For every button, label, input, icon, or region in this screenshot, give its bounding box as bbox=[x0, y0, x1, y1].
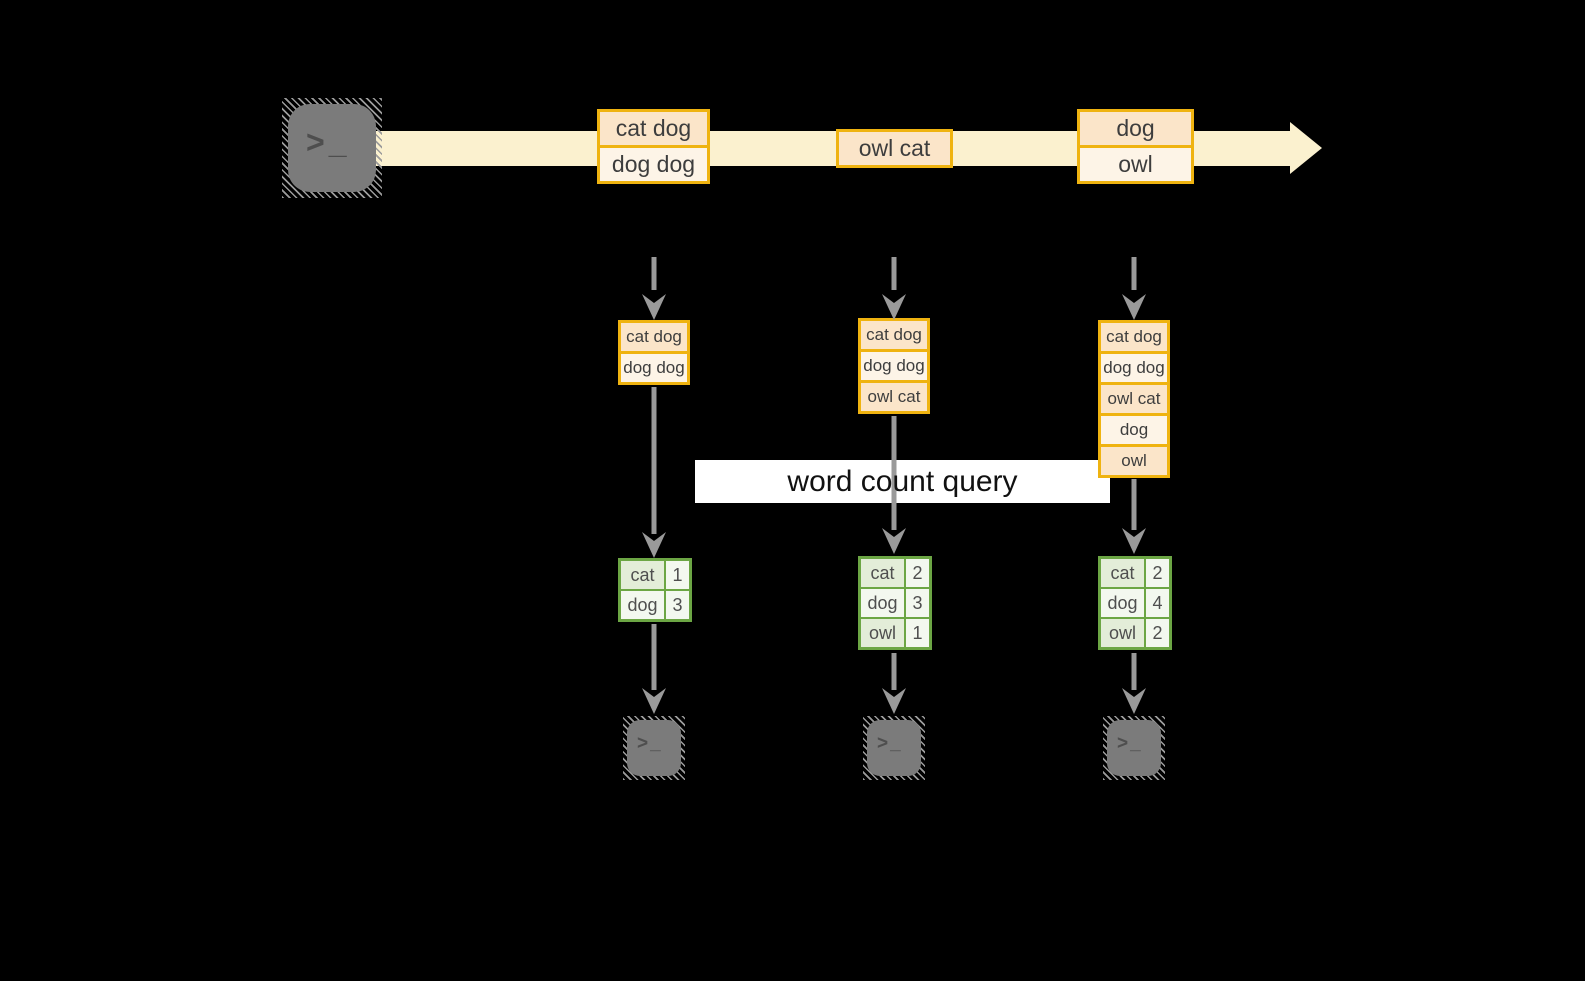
count-cell: 3 bbox=[664, 591, 689, 619]
word-cell: owl bbox=[1101, 619, 1144, 647]
stream-event-line: dog dog bbox=[600, 145, 707, 181]
state-buffer-1: cat dog dog dog bbox=[618, 320, 690, 385]
state-cell: cat dog bbox=[861, 321, 927, 349]
terminal-icon-body: >_ bbox=[1107, 720, 1161, 776]
stream-event-line: owl bbox=[1080, 145, 1191, 181]
output-arrow-2 bbox=[882, 653, 906, 714]
stream-event-line: cat dog bbox=[600, 112, 707, 145]
stream-event-box-1: cat dog dog dog bbox=[597, 109, 710, 184]
stream-event-line: dog bbox=[1080, 112, 1191, 145]
word-cell: cat bbox=[621, 561, 664, 589]
count-cell: 1 bbox=[664, 561, 689, 589]
state-buffer-3: cat dog dog dog owl cat dog owl bbox=[1098, 320, 1170, 478]
word-cell: cat bbox=[1101, 559, 1144, 587]
trigger-arrow-3 bbox=[1122, 257, 1146, 320]
count-cell: 3 bbox=[904, 589, 929, 617]
stream-event-line: owl cat bbox=[839, 132, 950, 165]
state-cell: cat dog bbox=[1101, 323, 1167, 351]
terminal-prompt-glyph: >_ bbox=[306, 124, 351, 160]
terminal-icon-body: >_ bbox=[627, 720, 681, 776]
state-cell: owl bbox=[1101, 444, 1167, 475]
state-cell: owl cat bbox=[1101, 382, 1167, 413]
word-cell: owl bbox=[861, 619, 904, 647]
word-cell: dog bbox=[861, 589, 904, 617]
state-cell: owl cat bbox=[861, 380, 927, 411]
count-cell: 2 bbox=[1144, 559, 1169, 587]
output-terminal-icon-3: >_ bbox=[1103, 716, 1165, 780]
terminal-icon-body: >_ bbox=[867, 720, 921, 776]
terminal-prompt-glyph: >_ bbox=[877, 733, 903, 754]
terminal-icon-body: >_ bbox=[288, 104, 376, 192]
trigger-arrow-1 bbox=[642, 257, 666, 320]
count-cell: 4 bbox=[1144, 589, 1169, 617]
source-terminal-icon: >_ bbox=[282, 98, 382, 198]
query-label: word count query bbox=[787, 464, 1018, 498]
output-terminal-icon-1: >_ bbox=[623, 716, 685, 780]
stream-event-box-2: owl cat bbox=[836, 129, 953, 168]
state-cell: dog bbox=[1101, 413, 1167, 444]
terminal-prompt-glyph: >_ bbox=[1117, 733, 1143, 754]
word-cell: dog bbox=[1101, 589, 1144, 617]
query-arrow-3 bbox=[1122, 479, 1146, 554]
stream-timeline-arrowhead-icon bbox=[1290, 122, 1322, 174]
stream-event-box-3: dog owl bbox=[1077, 109, 1194, 184]
word-cell: dog bbox=[621, 591, 664, 619]
state-buffer-2: cat dog dog dog owl cat bbox=[858, 318, 930, 414]
output-arrow-1 bbox=[642, 624, 666, 714]
state-cell: dog dog bbox=[861, 349, 927, 380]
state-cell: dog dog bbox=[1101, 351, 1167, 382]
output-terminal-icon-2: >_ bbox=[863, 716, 925, 780]
count-cell: 1 bbox=[904, 619, 929, 647]
trigger-arrow-2 bbox=[882, 257, 906, 320]
state-cell: cat dog bbox=[621, 323, 687, 351]
count-cell: 2 bbox=[904, 559, 929, 587]
output-arrow-3 bbox=[1122, 653, 1146, 714]
state-cell: dog dog bbox=[621, 351, 687, 382]
query-arrow-1 bbox=[642, 387, 666, 558]
word-cell: cat bbox=[861, 559, 904, 587]
terminal-prompt-glyph: >_ bbox=[637, 733, 663, 754]
count-cell: 2 bbox=[1144, 619, 1169, 647]
query-label-box: word count query bbox=[695, 460, 1110, 503]
